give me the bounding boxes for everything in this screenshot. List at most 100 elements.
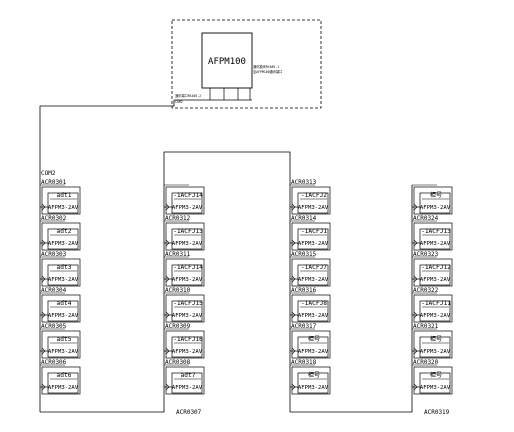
module-frame (165, 258, 205, 287)
module-type: AFPM3-2AV (420, 385, 451, 391)
module-type: AFPM3-2AV (48, 277, 79, 283)
module-box (171, 372, 203, 394)
module-type: AFPM3-2AV (420, 313, 451, 319)
module-address: ACR0304 (41, 287, 67, 294)
module-frame (291, 294, 331, 323)
module-arrow-icon (413, 275, 418, 283)
module-arrow-icon (165, 383, 170, 391)
module-address: ACR0312 (165, 215, 191, 222)
module-name: -1ACFJ16 (173, 336, 203, 343)
module-type: AFPM3-2AV (298, 385, 329, 391)
module-arrow-icon (41, 275, 46, 283)
module-name: adt2 (57, 228, 72, 235)
module-box (419, 372, 451, 394)
module-columns: ACR0301adt1AFPM3-2AVACR0302adt2AFPM3-2AV… (40, 179, 453, 416)
module-name: -1ACFJ7 (301, 264, 327, 271)
module-address: ACR0316 (291, 287, 317, 294)
module-box (419, 264, 451, 286)
controller-bus-label-1: 通讯端口RS485,2 (175, 93, 201, 98)
module-address: ACR0305 (41, 323, 67, 330)
module-address: ACR0321 (413, 323, 439, 330)
module-frame (165, 366, 205, 395)
controller-terminals (174, 88, 252, 101)
module-name: 柜号 (308, 371, 320, 379)
module-frame (291, 258, 331, 287)
module-frame (41, 186, 81, 215)
module-name: -1ACFJ14 (173, 264, 203, 271)
module-arrow-icon (291, 239, 296, 247)
module-name: -1ACFJ12 (421, 264, 451, 271)
module-type: AFPM3-2AV (298, 205, 329, 211)
module-type: AFPM3-2AV (298, 349, 329, 355)
module-frame (165, 330, 205, 359)
module-arrow-icon (413, 311, 418, 319)
module-address: ACR0315 (291, 251, 317, 258)
module-address: ACR0322 (413, 287, 439, 294)
module-box (171, 336, 203, 358)
module-name: 柜号 (430, 191, 442, 199)
module-box (297, 336, 329, 358)
module-address: ACR0302 (41, 215, 67, 222)
module-arrow-icon (41, 239, 46, 247)
module-box (297, 264, 329, 286)
module-frame (165, 186, 205, 215)
module-box (297, 228, 329, 250)
module-type: AFPM3-2AV (420, 277, 451, 283)
module-address: ACR0303 (41, 251, 67, 258)
module-box (297, 192, 329, 214)
module-address: ACR0306 (41, 359, 67, 366)
module-box (171, 192, 203, 214)
module-arrow-icon (165, 347, 170, 355)
module-name: -1ACFJ15 (173, 300, 203, 307)
controller-side-note-2: 至AFPM100通讯端口 (253, 69, 282, 74)
module-box (171, 300, 203, 322)
module-frame (41, 366, 81, 395)
module-type: AFPM3-2AV (172, 313, 203, 319)
module-box (47, 228, 79, 250)
module-box (47, 300, 79, 322)
module-address: ACR0320 (413, 359, 439, 366)
module-column-2: -1ACFJ14AFPM3-2AVACR0312-1ACFJ13AFPM3-2A… (164, 184, 205, 416)
module-arrow-icon (165, 203, 170, 211)
column-bottom-label: ACR0319 (424, 409, 450, 416)
module-column-4: 柜号AFPM3-2AVACR0324-1ACFJ13AFPM3-2AVACR03… (412, 184, 453, 416)
module-box (47, 372, 79, 394)
bus-com-label: COM2 (41, 170, 56, 177)
module-arrow-icon (291, 347, 296, 355)
module-type: AFPM3-2AV (298, 277, 329, 283)
module-type: AFPM3-2AV (420, 349, 451, 355)
module-name: -1ACFJ8 (301, 300, 327, 307)
module-frame (413, 186, 453, 215)
controller-label: AFPM100 (208, 57, 246, 67)
module-type: AFPM3-2AV (48, 241, 79, 247)
module-box (47, 264, 79, 286)
module-arrow-icon (291, 311, 296, 319)
module-box (171, 228, 203, 250)
module-name: adt4 (57, 300, 72, 307)
module-type: AFPM3-2AV (298, 313, 329, 319)
module-type: AFPM3-2AV (420, 241, 451, 247)
module-arrow-icon (413, 383, 418, 391)
module-name: adt1 (57, 192, 72, 199)
module-name: adt3 (57, 264, 72, 271)
bus-wiring (39, 100, 413, 413)
module-box (419, 192, 451, 214)
module-type: AFPM3-2AV (172, 241, 203, 247)
module-name: adt6 (57, 372, 72, 379)
module-type: AFPM3-2AV (298, 241, 329, 247)
module-arrow-icon (165, 311, 170, 319)
